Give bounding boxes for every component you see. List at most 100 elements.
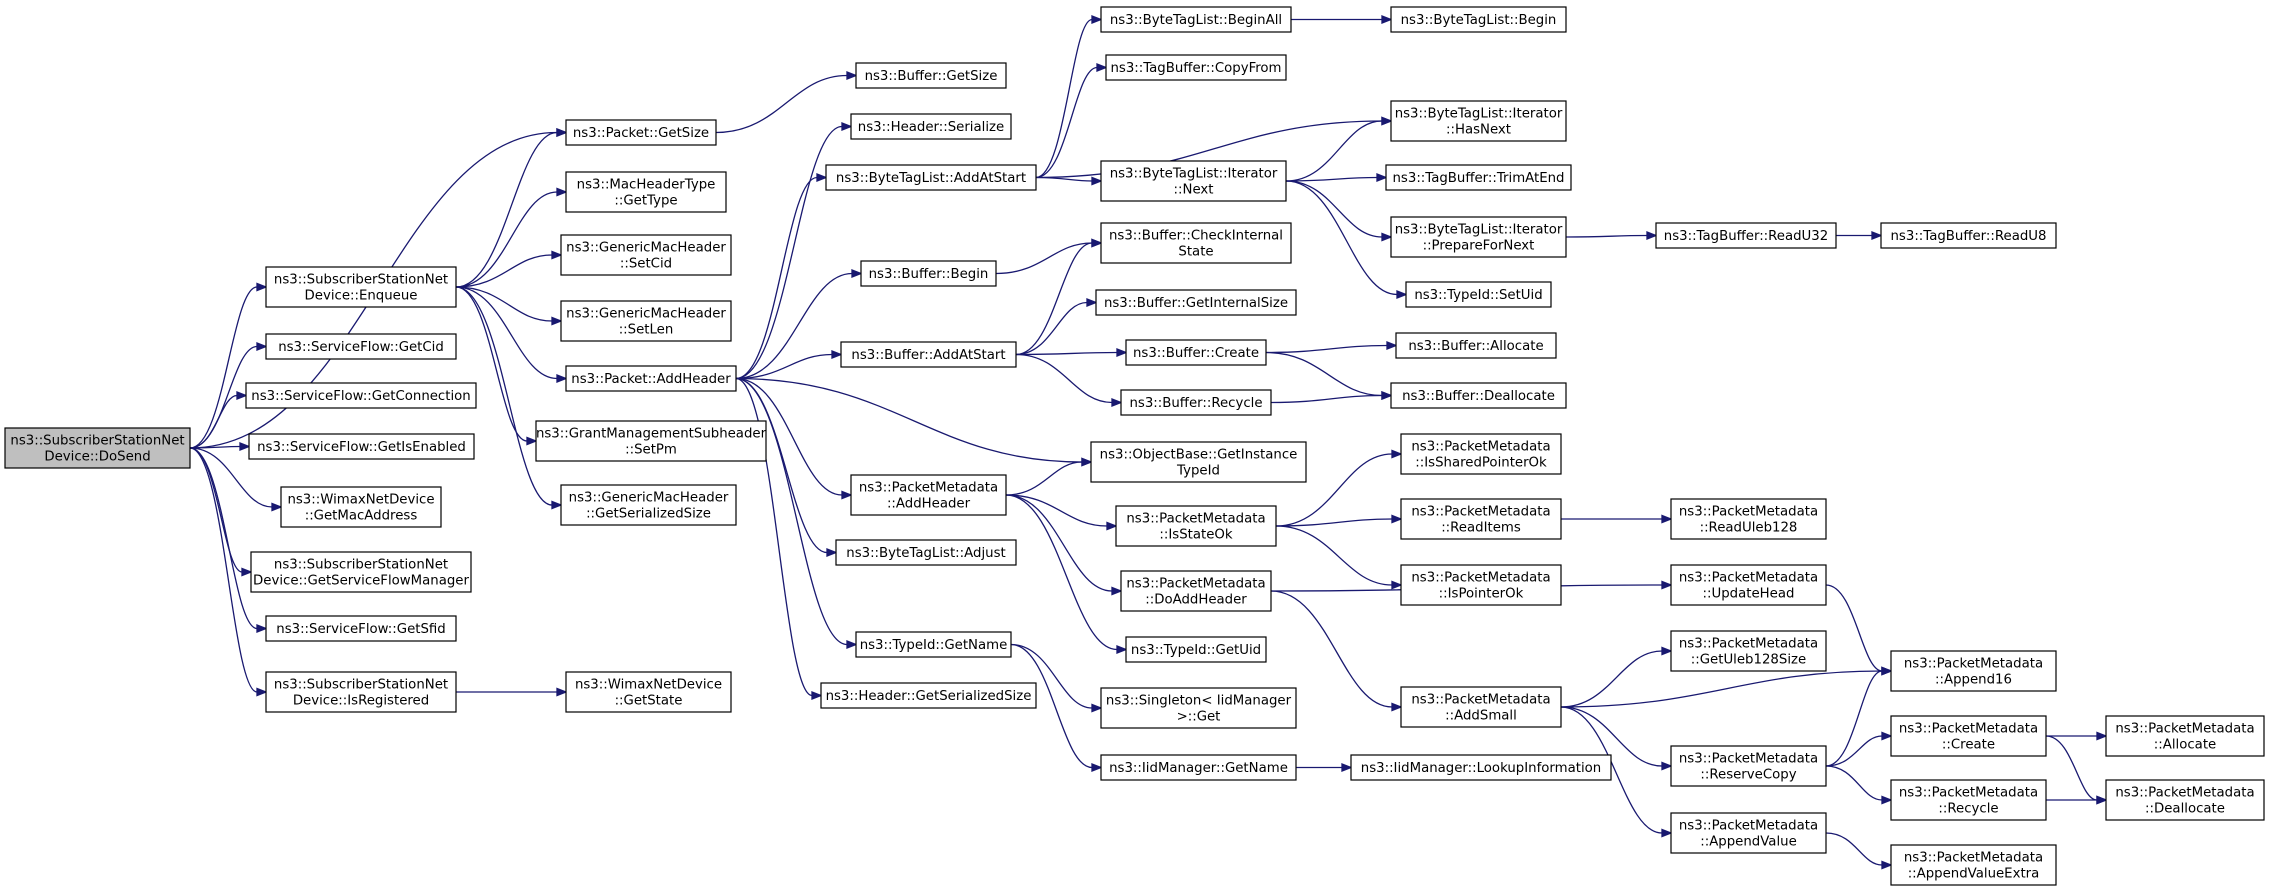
node-packetmetadata-isstateok[interactable]: ns3::PacketMetadata::IsStateOk [1115, 505, 1277, 547]
node-typeid-getuid[interactable]: ns3::TypeId::GetUid [1125, 636, 1267, 663]
node-serviceflow-getconnection[interactable]: ns3::ServiceFlow::GetConnection [245, 382, 477, 409]
node-label-line: State [1178, 245, 1213, 260]
edge-line [455, 286, 553, 322]
node-grantmanagementsubheader-setpm[interactable]: ns3::GrantManagementSubheader::SetPm [535, 420, 767, 462]
node-packetmetadata-appendvalueextra[interactable]: ns3::PacketMetadata::AppendValueExtra [1890, 844, 2057, 886]
node-tagbuffer-trimatend[interactable]: ns3::TagBuffer::TrimAtEnd [1385, 164, 1572, 191]
node-packetmetadata-updatehead[interactable]: ns3::PacketMetadata::UpdateHead [1670, 564, 1827, 606]
node-buffer-create[interactable]: ns3::Buffer::Create [1125, 339, 1267, 366]
node-buffer-allocate[interactable]: ns3::Buffer::Allocate [1395, 332, 1557, 359]
node-packetmetadata-append16[interactable]: ns3::PacketMetadata::Append16 [1890, 650, 2057, 692]
node-packetmetadata-deallocate[interactable]: ns3::PacketMetadata::Deallocate [2105, 779, 2265, 821]
node-genericmacheader-getserializedsize[interactable]: ns3::GenericMacHeader::GetSerializedSize [560, 484, 737, 526]
node-tagbuffer-readu32[interactable]: ns3::TagBuffer::ReadU32 [1655, 222, 1837, 249]
node-buffer-getsize[interactable]: ns3::Buffer::GetSize [855, 62, 1007, 89]
node-packetmetadata-doaddheader[interactable]: ns3::PacketMetadata::DoAddHeader [1120, 570, 1272, 612]
node-packetmetadata-recycle[interactable]: ns3::PacketMetadata::Recycle [1890, 779, 2047, 821]
node-bytetaglist-iterator-preparefornext[interactable]: ns3::ByteTagList::Iterator::PrepareForNe… [1390, 216, 1567, 258]
edge-n60-n63 [2046, 795, 2108, 805]
node-serviceflow-getisenabled[interactable]: ns3::ServiceFlow::GetIsEnabled [248, 433, 475, 460]
node-box [1400, 564, 1562, 606]
node-bytetaglist-beginall[interactable]: ns3::ByteTagList::BeginAll [1100, 6, 1292, 33]
node-bytetaglist-iterator-next[interactable]: ns3::ByteTagList::Iterator::Next [1100, 160, 1287, 202]
node-packetmetadata-issharedpointerok[interactable]: ns3::PacketMetadata::IsSharedPointerOk [1400, 433, 1562, 475]
edge-n49-n58 [1560, 666, 1893, 708]
node-packetmetadata-reservecopy[interactable]: ns3::PacketMetadata::ReserveCopy [1670, 745, 1827, 787]
node-packetmetadata-create[interactable]: ns3::PacketMetadata::Create [1890, 715, 2047, 757]
node-box [265, 615, 457, 642]
node-label-line: ::SetPm [625, 443, 677, 458]
node-buffer-recycle[interactable]: ns3::Buffer::Recycle [1120, 389, 1272, 416]
node-label-line: ns3::ByteTagList::Iterator [1395, 107, 1563, 122]
node-packetmetadata-ispointerok[interactable]: ns3::PacketMetadata::IsPointerOk [1400, 564, 1562, 606]
node-label-line: ns3::ObjectBase::GetInstance [1100, 448, 1298, 463]
node-box [1120, 389, 1272, 416]
node-label-line: Device::IsRegistered [293, 694, 429, 709]
edge-arrowhead [1646, 231, 1658, 240]
node-packetmetadata-addsmall[interactable]: ns3::PacketMetadata::AddSmall [1400, 686, 1562, 728]
node-tagbuffer-readu8[interactable]: ns3::TagBuffer::ReadU8 [1880, 222, 2057, 249]
edge-line [995, 242, 1093, 275]
node-label-line: ::Allocate [2154, 738, 2216, 753]
node-header-getserializedsize[interactable]: ns3::Header::GetSerializedSize [820, 682, 1037, 709]
edge-arrowhead [256, 624, 268, 633]
node-box [840, 341, 1017, 368]
node-label-line: TypeId [1176, 464, 1220, 479]
edge-arrowhead [1111, 398, 1123, 407]
node-packetmetadata-appendvalue[interactable]: ns3::PacketMetadata::AppendValue [1670, 812, 1827, 854]
node-label-line: ::IsSharedPointerOk [1415, 456, 1547, 471]
node-packetmetadata-allocate[interactable]: ns3::PacketMetadata::Allocate [2105, 715, 2265, 757]
node-typeid-setuid[interactable]: ns3::TypeId::SetUid [1405, 281, 1552, 308]
node-box [1120, 570, 1272, 612]
node-iidmanager-getname[interactable]: ns3::IidManager::GetName [1100, 754, 1297, 781]
edge-line [1270, 394, 1383, 404]
node-label-line: ns3::SubscriberStationNet [274, 678, 448, 693]
node-bytetaglist-iterator-hasnext[interactable]: ns3::ByteTagList::Iterator::HasNext [1390, 100, 1567, 142]
node-singleton-iidmanager-get[interactable]: ns3::Singleton< IidManager>::Get [1100, 687, 1297, 729]
node-serviceflow-getsfid[interactable]: ns3::ServiceFlow::GetSfid [265, 615, 457, 642]
node-buffer-getinternalsize[interactable]: ns3::Buffer::GetInternalSize [1095, 289, 1297, 316]
edge-n32-n45 [1270, 391, 1393, 404]
node-box [2105, 779, 2265, 821]
node-packetmetadata-readuleb128[interactable]: ns3::PacketMetadata::ReadUleb128 [1670, 498, 1827, 540]
node-box [280, 486, 442, 528]
node-macheadertype-gettype[interactable]: ns3::MacHeaderType::GetType [565, 171, 727, 213]
node-genericmacheader-setlen[interactable]: ns3::GenericMacHeader::SetLen [560, 300, 732, 342]
node-header-serialize[interactable]: ns3::Header::Serialize [850, 113, 1012, 140]
node-packetmetadata-getuleb128size[interactable]: ns3::PacketMetadata::GetUleb128Size [1670, 630, 1827, 672]
node-label-line: ns3::PacketMetadata [1679, 637, 1818, 652]
edge-line [1270, 590, 1393, 708]
edge-line [715, 74, 848, 134]
edge-n28-n42 [1285, 180, 1393, 242]
node-typeid-getname[interactable]: ns3::TypeId::GetName [855, 631, 1012, 658]
node-buffer-addatstart[interactable]: ns3::Buffer::AddAtStart [840, 341, 1017, 368]
node-bytetaglist-begin[interactable]: ns3::ByteTagList::Begin [1390, 6, 1567, 33]
node-label-line: ns3::Buffer::AddAtStart [851, 348, 1005, 363]
node-box [245, 382, 477, 409]
node-serviceflow-getcid[interactable]: ns3::ServiceFlow::GetCid [265, 333, 457, 360]
node-subscriberstationnetdevice-isregistered[interactable]: ns3::SubscriberStationNetDevice::IsRegis… [265, 671, 457, 713]
node-buffer-deallocate[interactable]: ns3::Buffer::Deallocate [1390, 382, 1567, 409]
node-packet-getsize[interactable]: ns3::Packet::GetSize [565, 119, 717, 146]
edge-line [1285, 120, 1383, 182]
node-tagbuffer-copyfrom[interactable]: ns3::TagBuffer::CopyFrom [1105, 54, 1287, 81]
node-bytetaglist-addatstart[interactable]: ns3::ByteTagList::AddAtStart [825, 164, 1037, 191]
node-subscriberstationnetdevice-getserviceflowmanager[interactable]: ns3::SubscriberStationNetDevice::GetServ… [250, 551, 472, 593]
node-box [560, 300, 732, 342]
node-iidmanager-lookupinformation[interactable]: ns3::IidManager::LookupInformation [1350, 754, 1612, 781]
node-label-line: ns3::SubscriberStationNet [274, 558, 448, 573]
node-wimaxnetdevice-getmacaddress[interactable]: ns3::WimaxNetDevice::GetMacAddress [280, 486, 442, 528]
node-packet-addheader[interactable]: ns3::Packet::AddHeader [565, 365, 737, 392]
edge-line [455, 131, 558, 288]
node-bytetaglist-adjust[interactable]: ns3::ByteTagList::Adjust [835, 539, 1017, 566]
node-buffer-begin[interactable]: ns3::Buffer::Begin [860, 260, 997, 287]
node-packetmetadata-addheader[interactable]: ns3::PacketMetadata::AddHeader [850, 474, 1007, 516]
node-wimaxnetdevice-getstate[interactable]: ns3::WimaxNetDevice::GetState [565, 671, 732, 713]
node-packetmetadata-readitems[interactable]: ns3::PacketMetadata::ReadItems [1400, 498, 1562, 540]
node-label-line: ::IsStateOk [1159, 528, 1232, 543]
node-genericmacheader-setcid[interactable]: ns3::GenericMacHeader::SetCid [560, 234, 732, 276]
